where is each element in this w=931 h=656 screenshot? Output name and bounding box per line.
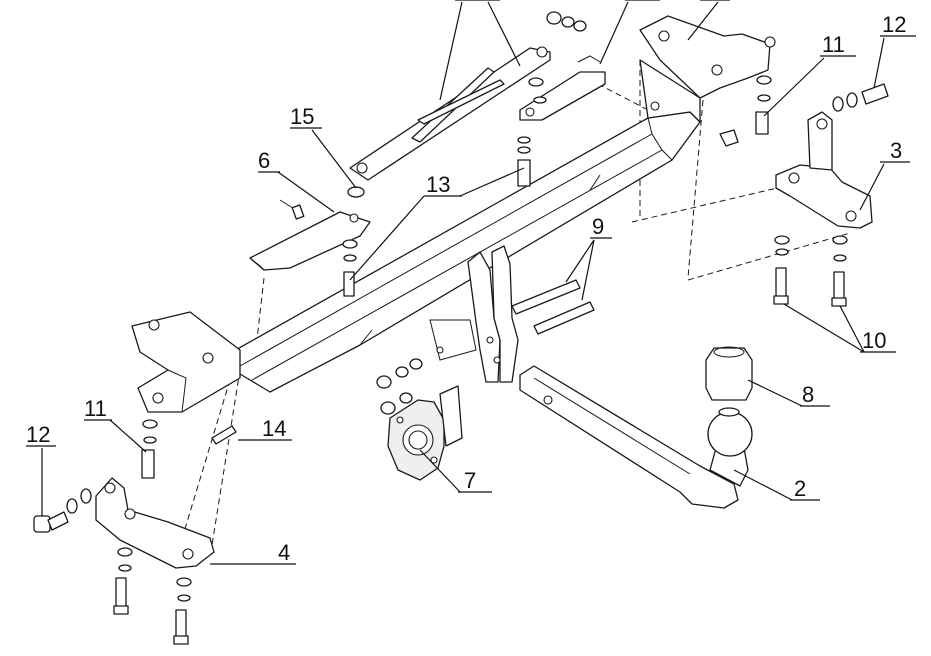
part-4-bracket [95, 477, 215, 569]
left-end-plate [131, 311, 241, 413]
callout-13: 13 [426, 172, 450, 197]
callout-12-left: 12 [26, 422, 50, 447]
part-top-clamp-plate [519, 55, 606, 121]
callout-4: 4 [278, 540, 290, 565]
receiver-housing [429, 245, 519, 383]
callout-3: 3 [890, 138, 902, 163]
callout-labels: 16 12 11 3 15 6 13 9 10 8 11 14 12 7 2 4 [26, 0, 906, 565]
callout-6: 6 [258, 148, 270, 173]
callout-15: 15 [290, 104, 314, 129]
part-8-ball-cover [705, 346, 753, 417]
callout-11-right: 11 [822, 32, 845, 57]
assembly-guide-lines [177, 60, 851, 553]
part-6-clamp [249, 199, 371, 271]
callout-14: 14 [262, 416, 286, 441]
callout-8: 8 [802, 382, 814, 407]
part-3-bracket [775, 111, 873, 229]
callout-12-right: 12 [882, 12, 906, 37]
leader-lines [26, 0, 916, 565]
part-7-socket-plate [387, 385, 463, 481]
callout-7: 7 [464, 468, 476, 493]
callout-16: 16 [456, 0, 480, 3]
callout-2: 2 [794, 476, 806, 501]
callout-9: 9 [592, 214, 604, 239]
fasteners [33, 11, 889, 645]
part-16-straps [349, 46, 551, 181]
callout-10: 10 [862, 328, 886, 353]
callout-11-left: 11 [84, 396, 107, 421]
right-top-bracket [639, 15, 776, 123]
